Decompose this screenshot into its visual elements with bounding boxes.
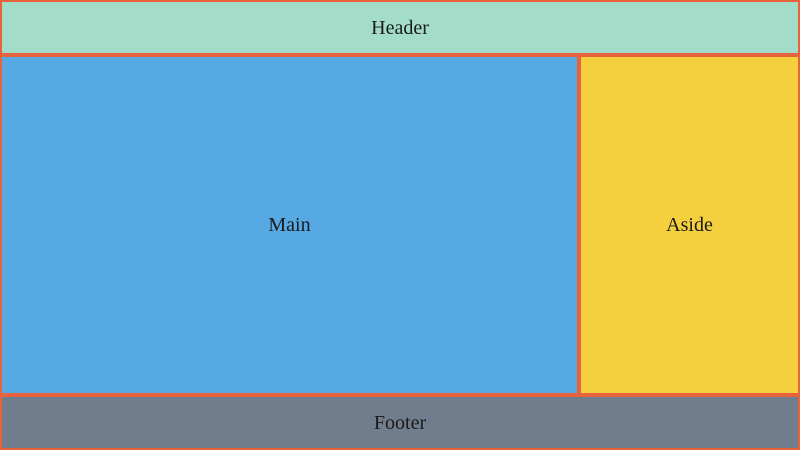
main-section: Main bbox=[0, 55, 579, 395]
aside-label: Aside bbox=[666, 214, 713, 236]
header-label: Header bbox=[371, 16, 429, 39]
main-label: Main bbox=[268, 214, 311, 236]
footer-label: Footer bbox=[373, 411, 427, 434]
aside-section: Aside bbox=[579, 55, 800, 395]
footer-section: Footer bbox=[0, 395, 800, 450]
header-section: Header bbox=[0, 0, 800, 55]
